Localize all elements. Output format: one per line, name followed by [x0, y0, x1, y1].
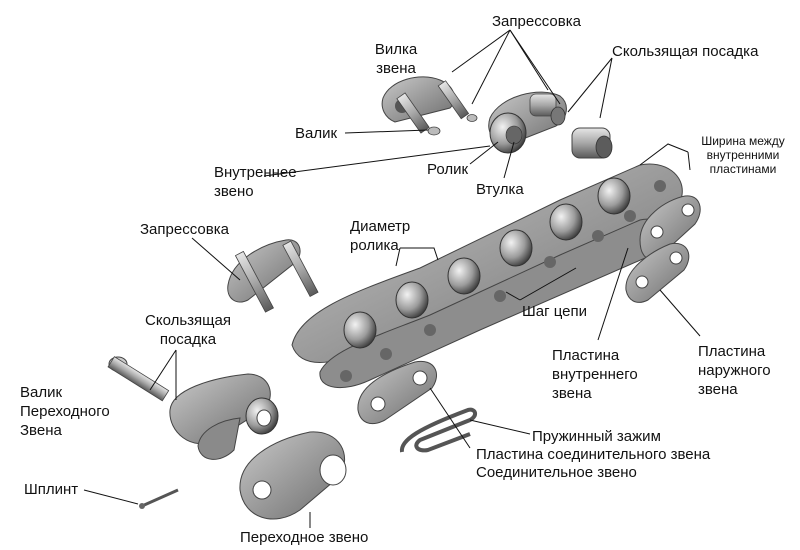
label-roller-diameter: Диаметр ролика	[350, 217, 410, 255]
label-outer-plate: Пластина наружного звена	[698, 342, 771, 399]
label-offset-pin-line2: Переходного	[20, 403, 110, 420]
label-inner-link: Внутреннее звено	[214, 163, 297, 201]
connecting-link-part	[169, 373, 279, 460]
label-pin: Валик	[295, 125, 338, 142]
label-pressing-left: Запрессовка	[140, 221, 229, 238]
roller-part	[489, 112, 527, 154]
label-outer-plate-line3: звена	[698, 381, 738, 398]
label-chain-pitch: Шаг цепи	[522, 303, 587, 320]
label-roller-diameter-line2: ролика	[350, 237, 399, 254]
outer-plate-part	[625, 242, 690, 303]
label-outer-plate-line2: наружного	[698, 362, 771, 379]
label-offset-pin-line1: Валик	[20, 384, 63, 401]
label-inner-width: Ширина между внутренними пластинами	[690, 134, 796, 176]
label-sliding-fit-left-line2: посадка	[159, 331, 217, 348]
offset-link-part	[239, 431, 347, 520]
leader-lines	[83, 29, 701, 528]
label-inner-plate-line3: звена	[552, 385, 592, 402]
label-spring-clip: Пружинный зажим	[532, 428, 661, 445]
label-offset-link: Переходное звено	[240, 529, 369, 546]
pin-part	[396, 80, 478, 136]
label-roller: Ролик	[427, 161, 469, 178]
label-inner-width-line2: внутренними	[706, 148, 780, 162]
label-sliding-fit-top: Скользящая посадка	[612, 43, 759, 60]
label-sliding-fit-left-line1: Скользящая	[145, 312, 231, 329]
connecting-plate-part	[357, 360, 437, 425]
label-connecting-plate: Пластина соединительного звена	[476, 446, 711, 463]
assembled-chain	[291, 163, 683, 389]
left-pin-link-part	[227, 239, 319, 313]
label-bushing: Втулка	[476, 181, 524, 198]
spring-clip-part	[399, 407, 477, 453]
label-inner-link-line1: Внутреннее	[214, 164, 297, 181]
label-sliding-fit-left: Скользящая посадка	[138, 311, 238, 349]
label-offset-pin: Валик Переходного Звена	[20, 383, 110, 440]
label-inner-plate-line1: Пластина	[552, 347, 620, 364]
cotter-pin-part	[139, 488, 179, 509]
label-inner-link-line2: звено	[214, 183, 254, 200]
label-fork-link-line1: Вилка	[374, 41, 418, 58]
label-fork-link: Вилка звена	[368, 40, 424, 78]
label-roller-diameter-line1: Диаметр	[350, 218, 411, 235]
label-inner-plate-line2: внутреннего	[552, 366, 638, 383]
label-inner-width-line3: пластинами	[709, 162, 777, 176]
label-cotter-pin: Шплинт	[24, 481, 79, 498]
label-fork-link-line2: звена	[376, 60, 416, 77]
bushing-part	[571, 127, 613, 159]
label-pressing-top: Запрессовка	[492, 13, 581, 30]
offset-pin-part	[107, 356, 170, 402]
label-inner-plate: Пластина внутреннего звена	[552, 346, 638, 403]
label-connecting-link: Соединительное звено	[476, 464, 637, 481]
label-outer-plate-line1: Пластина	[698, 343, 766, 360]
label-offset-pin-line3: Звена	[20, 422, 62, 439]
label-inner-width-line1: Ширина между	[701, 134, 785, 148]
